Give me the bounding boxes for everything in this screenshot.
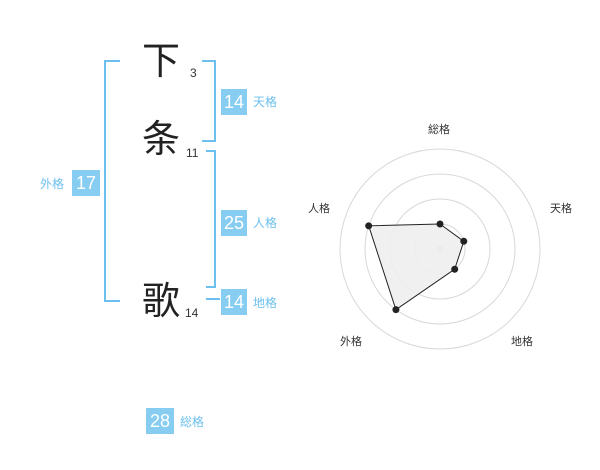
radar-grid-ring — [339, 148, 541, 350]
radar-point-3 — [451, 265, 459, 273]
stroke-count-3: 14 — [185, 306, 199, 320]
chikaku-connector — [206, 298, 220, 300]
name-char-3: 歌 — [142, 279, 181, 323]
gaikaku-value: 17 — [72, 170, 100, 196]
stroke-count-1: 3 — [190, 66, 197, 80]
radar-point-4 — [392, 306, 400, 314]
soukaku-label: 総格 — [180, 415, 205, 429]
radar-point-5 — [365, 222, 373, 230]
soukaku-value: 28 — [146, 408, 174, 434]
stroke-count-2: 11 — [186, 146, 199, 160]
jinkaku-bracket — [206, 150, 216, 288]
radar-axis-label-tenkaku: 天格 — [550, 202, 572, 215]
radar-grid-ring — [364, 173, 516, 325]
gaikaku-label: 外格 — [40, 177, 65, 191]
radar-area — [368, 223, 465, 311]
name-char-1: 下 — [142, 39, 181, 83]
radar-point-2 — [460, 237, 468, 245]
radar-axis-label-chikaku: 地格 — [511, 335, 533, 348]
tenkaku-value: 14 — [221, 89, 247, 115]
jinkaku-label: 人格 — [253, 216, 278, 230]
chikaku-label: 地格 — [253, 296, 278, 310]
gaikaku-bracket — [104, 60, 120, 302]
radar-point-1 — [436, 220, 444, 228]
radar-axis-label-jinkaku: 人格 — [308, 202, 330, 215]
name-char-2: 条 — [142, 117, 181, 161]
jinkaku-value: 25 — [221, 210, 247, 236]
tenkaku-label: 天格 — [253, 95, 278, 109]
tenkaku-bracket — [202, 60, 216, 142]
radar-axis-label-soukaku: 総格 — [428, 123, 450, 136]
chikaku-value: 14 — [221, 289, 247, 315]
radar-axis-label-gaikaku: 外格 — [340, 335, 362, 348]
